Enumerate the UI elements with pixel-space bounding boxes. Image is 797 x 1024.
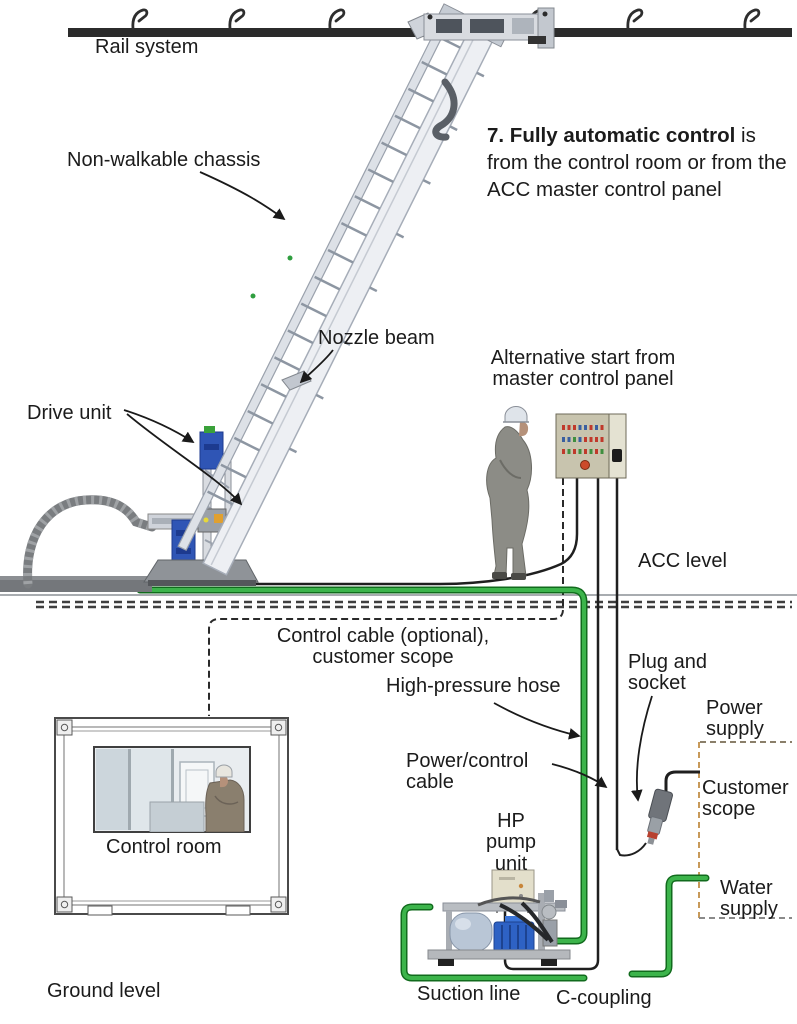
label-high-pressure-hose: High-pressure hose (386, 675, 561, 697)
label-alternative-start: Alternative start from master control pa… (490, 347, 676, 391)
customer-boundary-dashed (698, 741, 792, 919)
label-power-control-cable: Power/control cable (406, 750, 529, 794)
label-c-coupling: C-coupling (556, 987, 652, 1009)
water-supply-hose (628, 874, 710, 978)
label-plug-and-socket: Plug and socket (628, 651, 707, 695)
panel-socket (612, 449, 622, 462)
power-cables (256, 478, 700, 971)
label-suction-line: Suction line (417, 983, 521, 1005)
control-cable-dashed (208, 478, 564, 716)
annotation-fully-automatic: 7. Fully automatic control is from the c… (487, 122, 797, 203)
arrow-non-walkable-chassis (199, 171, 286, 221)
annotation-bold-text: 7. Fully automatic control (487, 124, 736, 147)
acc-floor-line (0, 594, 797, 609)
panel-start-button (580, 460, 590, 470)
base-platform (143, 559, 259, 583)
drive-unit-upper (199, 426, 224, 470)
arrow-power-control-cable (551, 763, 608, 789)
hose-guide (432, 78, 458, 141)
label-drive-unit: Drive unit (27, 402, 112, 424)
label-rail-system: Rail system (95, 36, 199, 58)
hp-pump-unit-graphic (427, 869, 571, 966)
control-room-window (93, 746, 251, 833)
arrow-high-pressure-hose (493, 702, 581, 740)
arrow-drive-unit-2 (126, 413, 243, 506)
master-control-panel (555, 413, 627, 479)
annotation-rest-text: is from the control room or from the ACC… (487, 124, 787, 202)
high-pressure-hose (136, 586, 588, 945)
label-power-supply: Power supply (706, 697, 764, 741)
hanger-hook (328, 8, 346, 31)
arrow-nozzle-beam (299, 349, 334, 384)
label-acc-level: ACC level (638, 550, 727, 572)
hanger-hook (626, 8, 644, 31)
arrow-drive-unit-1 (123, 409, 195, 443)
callout-arrows (123, 171, 653, 802)
label-non-walkable-chassis: Non-walkable chassis (67, 149, 261, 171)
plug-connector (646, 788, 673, 845)
label-nozzle-beam: Nozzle beam (318, 327, 435, 349)
arrow-plug-and-socket (630, 695, 653, 802)
hanger-hook (228, 8, 246, 31)
operator-figure (486, 406, 532, 580)
panel-indicators (562, 425, 604, 454)
label-water-supply: Water supply (720, 877, 778, 921)
hanger-hook (743, 8, 761, 31)
non-walkable-chassis-graphic (177, 3, 508, 576)
label-control-cable: Control cable (optional), customer scope (276, 625, 490, 669)
suction-line-hose (400, 903, 588, 982)
rail-trolley (407, 7, 555, 49)
label-hp-pump-unit: HP pump unit (485, 810, 537, 875)
cable-chain (0, 495, 157, 592)
hanger-hook (131, 8, 149, 31)
label-customer-scope: Customer scope (702, 777, 789, 821)
control-room-container (54, 717, 289, 916)
label-ground-level: Ground level (47, 980, 161, 1002)
label-control-room: Control room (106, 836, 222, 858)
